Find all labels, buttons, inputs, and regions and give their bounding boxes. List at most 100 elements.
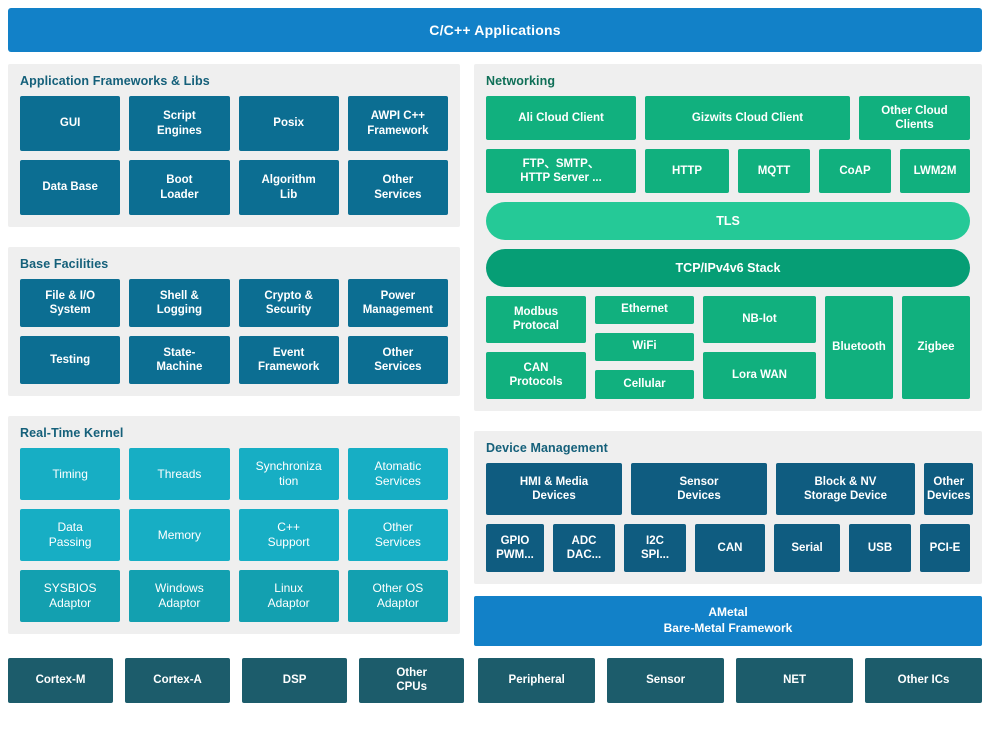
box-usb[interactable]: USB (849, 524, 911, 572)
box-ftp-smtp-http-server[interactable]: FTP、SMTP、 HTTP Server ... (486, 149, 636, 193)
box-testing[interactable]: Testing (20, 336, 121, 384)
base-facilities-row-2: Testing State- Machine Event Framework O… (20, 336, 448, 384)
box-sensor-ic[interactable]: Sensor (607, 658, 725, 703)
box-block-nv-storage-device[interactable]: Block & NV Storage Device (776, 463, 915, 515)
box-cortex-m[interactable]: Cortex-M (8, 658, 114, 703)
box-serial[interactable]: Serial (774, 524, 840, 572)
box-memory[interactable]: Memory (129, 509, 230, 561)
box-cpp-support[interactable]: C++ Support (238, 509, 339, 561)
box-atomatic-services[interactable]: Atomatic Services (347, 448, 448, 500)
box-ethernet[interactable]: Ethernet (595, 296, 694, 324)
box-modbus-protocal[interactable]: Modbus Protocal (486, 296, 586, 343)
panel-title-base-facilities: Base Facilities (20, 257, 109, 271)
box-script-engines[interactable]: Script Engines (129, 96, 230, 151)
box-other-services-kernel[interactable]: Other Services (347, 509, 448, 561)
kernel-row-1: Timing Threads Synchroniza tion Atomatic… (20, 448, 448, 500)
box-sysbios-adaptor[interactable]: SYSBIOS Adaptor (20, 570, 121, 622)
box-hmi-media-devices[interactable]: HMI & Media Devices (486, 463, 622, 515)
networking-cloud-row: Ali Cloud Client Gizwits Cloud Client Ot… (486, 96, 970, 140)
box-nb-iot[interactable]: NB-Iot (703, 296, 816, 343)
box-other-devices[interactable]: Other Devices (924, 463, 974, 515)
box-posix[interactable]: Posix (238, 96, 339, 151)
box-cortex-a[interactable]: Cortex-A (125, 658, 231, 703)
applications-banner-label: C/C++ Applications (429, 22, 561, 38)
box-windows-adaptor[interactable]: Windows Adaptor (129, 570, 230, 622)
panel-application-frameworks: Application Frameworks & Libs GUI Script… (8, 64, 460, 227)
ametal-bar: AMetal Bare-Metal Framework (474, 596, 982, 646)
box-can-protocols[interactable]: CAN Protocols (486, 352, 586, 399)
networking-connectivity-grid: Modbus Protocal CAN Protocols Ethernet W… (486, 296, 970, 399)
app-frameworks-row-1: GUI Script Engines Posix AWPI C++ Framew… (20, 96, 448, 151)
networking-stack-row: TCP/IPv4v6 Stack (486, 249, 970, 287)
box-gizwits-cloud-client[interactable]: Gizwits Cloud Client (645, 96, 850, 140)
right-column: Networking Ali Cloud Client Gizwits Clou… (474, 64, 982, 646)
box-data-passing[interactable]: Data Passing (20, 509, 121, 561)
box-lwm2m[interactable]: LWM2M (900, 149, 970, 193)
box-other-cloud-clients[interactable]: Other Cloud Clients (859, 96, 970, 140)
box-coap[interactable]: CoAP (819, 149, 891, 193)
box-other-ics[interactable]: Other ICs (865, 658, 983, 703)
hardware-row: Cortex-M Cortex-A DSP Other CPUs Periphe… (8, 658, 983, 703)
base-facilities-row-1: File & I/O System Shell & Logging Crypto… (20, 279, 448, 327)
box-other-services-app[interactable]: Other Services (347, 160, 448, 215)
kernel-row-3: SYSBIOS Adaptor Windows Adaptor Linux Ad… (20, 570, 448, 622)
box-algorithm-lib[interactable]: Algorithm Lib (238, 160, 339, 215)
box-other-os-adaptor[interactable]: Other OS Adaptor (347, 570, 448, 622)
box-zigbee[interactable]: Zigbee (902, 296, 970, 399)
box-awpi-cpp-framework[interactable]: AWPI C++ Framework (347, 96, 448, 151)
panel-networking: Networking Ali Cloud Client Gizwits Clou… (474, 64, 982, 411)
hardware-ics-group: Peripheral Sensor NET Other ICs (478, 658, 983, 703)
box-peripheral[interactable]: Peripheral (478, 658, 596, 703)
box-net[interactable]: NET (736, 658, 854, 703)
box-timing[interactable]: Timing (20, 448, 121, 500)
panel-realtime-kernel: Real-Time Kernel Timing Threads Synchron… (8, 416, 460, 634)
box-bluetooth[interactable]: Bluetooth (825, 296, 893, 399)
panel-device-management: Device Management HMI & Media Devices Se… (474, 431, 982, 584)
box-tls[interactable]: TLS (486, 202, 970, 240)
box-shell-logging[interactable]: Shell & Logging (129, 279, 230, 327)
panel-base-facilities: Base Facilities File & I/O System Shell … (8, 247, 460, 396)
networking-protocol-row: FTP、SMTP、 HTTP Server ... HTTP MQTT CoAP… (486, 149, 970, 193)
box-linux-adaptor[interactable]: Linux Adaptor (238, 570, 339, 622)
box-gui[interactable]: GUI (20, 96, 121, 151)
box-i2c-spi[interactable]: I2C SPI... (624, 524, 686, 572)
box-file-io-system[interactable]: File & I/O System (20, 279, 121, 327)
box-threads[interactable]: Threads (129, 448, 230, 500)
box-pci-e[interactable]: PCI-E (920, 524, 970, 572)
connectivity-column-3: NB-Iot Lora WAN (703, 296, 816, 399)
main-columns: Application Frameworks & Libs GUI Script… (8, 64, 982, 646)
box-tcp-ip-stack[interactable]: TCP/IPv4v6 Stack (486, 249, 970, 287)
app-frameworks-row-2: Data Base Boot Loader Algorithm Lib Othe… (20, 160, 448, 215)
device-management-row-2: GPIO PWM... ADC DAC... I2C SPI... CAN Se… (486, 524, 970, 572)
panel-title-realtime-kernel: Real-Time Kernel (20, 426, 124, 440)
box-boot-loader[interactable]: Boot Loader (129, 160, 230, 215)
box-http[interactable]: HTTP (645, 149, 729, 193)
box-adc-dac[interactable]: ADC DAC... (553, 524, 615, 572)
box-state-machine[interactable]: State- Machine (129, 336, 230, 384)
box-sensor-devices[interactable]: Sensor Devices (631, 463, 767, 515)
networking-tls-row: TLS (486, 202, 970, 240)
left-column: Application Frameworks & Libs GUI Script… (8, 64, 460, 646)
box-can-device[interactable]: CAN (695, 524, 765, 572)
box-ali-cloud-client[interactable]: Ali Cloud Client (486, 96, 636, 140)
box-wifi[interactable]: WiFi (595, 333, 694, 361)
box-other-cpus[interactable]: Other CPUs (359, 658, 465, 703)
box-synchronization[interactable]: Synchroniza tion (238, 448, 339, 500)
connectivity-column-2: Ethernet WiFi Cellular (595, 296, 694, 399)
box-power-management[interactable]: Power Management (347, 279, 448, 327)
box-other-services-base[interactable]: Other Services (347, 336, 448, 384)
box-event-framework[interactable]: Event Framework (238, 336, 339, 384)
box-gpio-pwm[interactable]: GPIO PWM... (486, 524, 544, 572)
ametal-subtitle: Bare-Metal Framework (663, 621, 793, 635)
box-mqtt[interactable]: MQTT (738, 149, 810, 193)
hardware-cpus-group: Cortex-M Cortex-A DSP Other CPUs (8, 658, 465, 703)
box-dsp[interactable]: DSP (242, 658, 348, 703)
applications-banner: C/C++ Applications (8, 8, 982, 52)
panel-title-application-frameworks: Application Frameworks & Libs (20, 74, 210, 88)
box-lora-wan[interactable]: Lora WAN (703, 352, 816, 399)
kernel-row-2: Data Passing Memory C++ Support Other Se… (20, 509, 448, 561)
box-crypto-security[interactable]: Crypto & Security (238, 279, 339, 327)
box-data-base[interactable]: Data Base (20, 160, 121, 215)
box-cellular[interactable]: Cellular (595, 370, 694, 399)
